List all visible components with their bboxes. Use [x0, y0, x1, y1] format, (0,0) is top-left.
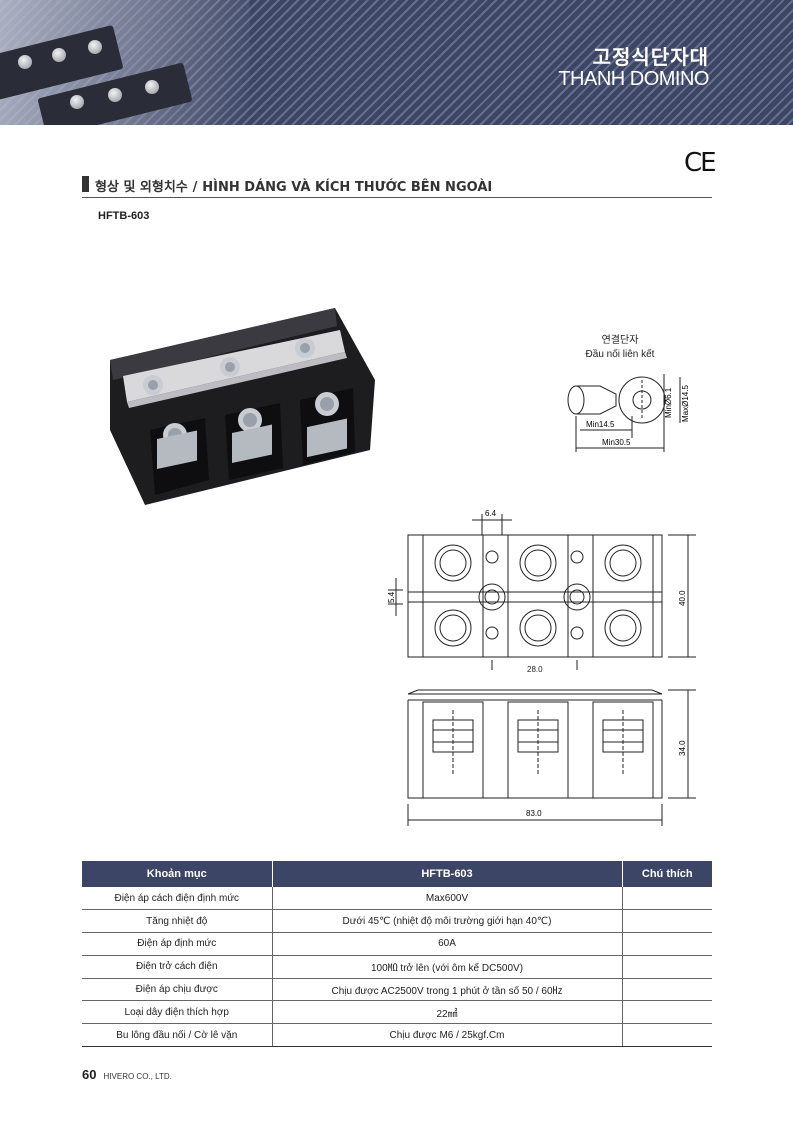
row-label: Điện áp chịu được	[82, 978, 273, 1002]
dim-min30-5: Min30.5	[602, 438, 631, 447]
ring-terminal-drawing: Min14.5 Min30.5 MinØ6.1 MaxØ14.5	[567, 374, 690, 452]
dim-side-height: 34.0	[678, 740, 687, 756]
row-label: Điện áp định mức	[82, 932, 273, 956]
dim-hole-offset: 5.4	[387, 591, 396, 603]
dim-height: 40.0	[678, 590, 687, 606]
table-row: Loại dây điện thích hợp 22㎟	[82, 1000, 712, 1025]
connector-caption: 연결단자 Đầu nối liên kết	[570, 334, 670, 362]
section-title-vietnamese: HÌNH DÁNG VÀ KÍCH THƯỚC BÊN NGOÀI	[202, 180, 493, 195]
header-note: Chú thích	[622, 861, 712, 887]
row-value: Dưới 45℃ (nhiệt độ môi trường giới hạn 4…	[272, 909, 623, 934]
row-note	[622, 1023, 712, 1048]
row-note	[622, 978, 712, 1002]
row-note	[622, 909, 712, 934]
table-row: Điện áp chịu được Chịu được AC2500V tron…	[82, 978, 712, 1002]
row-value: Chịu được M6 / 25kgf.Cm	[272, 1023, 623, 1048]
row-note	[622, 932, 712, 956]
row-value: 22㎟	[272, 1000, 623, 1025]
dim-spacing: 28.0	[527, 665, 543, 674]
header-banner: 고정식단자대 THANH DOMINO	[0, 0, 793, 125]
dim-max-dia: MaxØ14.5	[681, 385, 690, 422]
row-value: 60A	[272, 932, 623, 956]
row-value: Chịu được AC2500V trong 1 phút ở tần số …	[272, 978, 623, 1002]
dim-min-dia: MinØ6.1	[664, 387, 673, 418]
header-model: HFTB-603	[272, 861, 623, 887]
table-row: Bu lông đầu nối / Cờ lê vặn Chịu được M6…	[82, 1023, 712, 1048]
row-note	[622, 955, 712, 979]
product-photo	[110, 308, 375, 505]
spec-table-header: Khoản mục HFTB-603 Chú thích	[82, 861, 712, 887]
section-title: 형상 및 외형치수 / HÌNH DÁNG VÀ KÍCH THƯỚC BÊN …	[82, 174, 712, 198]
table-row: Tăng nhiệt độ Dưới 45℃ (nhiệt độ môi trư…	[82, 909, 712, 934]
row-label: Tăng nhiệt độ	[82, 909, 273, 934]
row-value: 100㏁ trở lên (với ôm kế DC500V)	[272, 955, 623, 979]
section-title-korean: 형상 및 외형치수	[95, 180, 188, 195]
section-title-bar	[82, 176, 89, 192]
table-row: Điện áp cách điện định mức Max600V	[82, 887, 712, 911]
dim-length: 83.0	[526, 809, 542, 818]
company-name: HIVERO CO., LTD.	[103, 1072, 172, 1081]
row-label: Bu lông đầu nối / Cờ lê vặn	[82, 1023, 273, 1048]
page-footer: 60 HIVERO CO., LTD.	[82, 1067, 172, 1082]
side-view-drawing: 34.0 83.0	[407, 689, 696, 826]
banner-title-vietnamese: THANH DOMINO	[558, 68, 709, 90]
dim-min14-5: Min14.5	[586, 420, 615, 429]
banner-title-korean: 고정식단자대	[592, 45, 709, 69]
section-title-separator: /	[192, 180, 198, 195]
banner-title: 고정식단자대 THANH DOMINO	[558, 46, 709, 90]
row-label: Loại dây điện thích hợp	[82, 1000, 273, 1025]
row-label: Điện trở cách điện	[82, 955, 273, 979]
ce-mark-icon: CE	[684, 148, 717, 178]
spec-table: Khoản mục HFTB-603 Chú thích Điện áp các…	[82, 861, 712, 1048]
section-title-text: 형상 및 외형치수 / HÌNH DÁNG VÀ KÍCH THƯỚC BÊN …	[95, 176, 492, 195]
model-label: HFTB-603	[98, 210, 150, 222]
banner-product-photo	[0, 0, 250, 125]
row-value: Max600V	[272, 887, 623, 911]
row-label: Điện áp cách điện định mức	[82, 887, 273, 911]
table-row: Điện áp định mức 60A	[82, 932, 712, 956]
connector-caption-korean: 연결단자	[601, 335, 639, 346]
table-row: Điện trở cách điện 100㏁ trở lên (với ôm …	[82, 955, 712, 979]
row-note	[622, 887, 712, 911]
header-item: Khoản mục	[82, 861, 273, 887]
connector-caption-vietnamese: Đầu nối liên kết	[585, 349, 655, 360]
dim-pitch: 6.4	[485, 509, 497, 518]
row-note	[622, 1000, 712, 1025]
top-view-drawing: 6.4 5.4 40.0	[387, 509, 696, 670]
screw-icon	[434, 544, 642, 647]
page-number: 60	[82, 1067, 97, 1082]
